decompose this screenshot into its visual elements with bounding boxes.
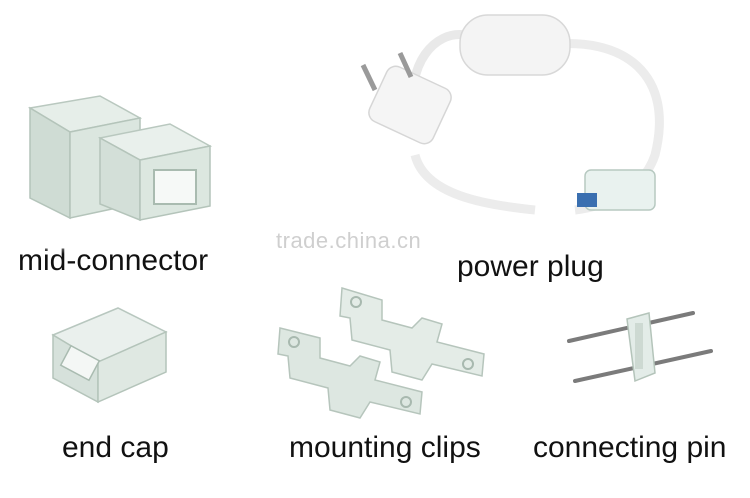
watermark-band bbox=[0, 226, 750, 254]
mounting-clips-image bbox=[277, 287, 485, 419]
connecting-pin-caption: connecting pin bbox=[533, 431, 727, 464]
power-plug-image bbox=[360, 14, 664, 215]
end-cap-image bbox=[51, 307, 168, 404]
mounting-clips-caption: mounting clips bbox=[289, 431, 481, 464]
mid-connector-image bbox=[27, 95, 213, 222]
power-plug-caption: power plug bbox=[457, 250, 604, 283]
end-cap-caption: end cap bbox=[62, 431, 169, 464]
watermark: trade.china.cn bbox=[276, 228, 422, 253]
connecting-pin-image bbox=[567, 311, 713, 383]
